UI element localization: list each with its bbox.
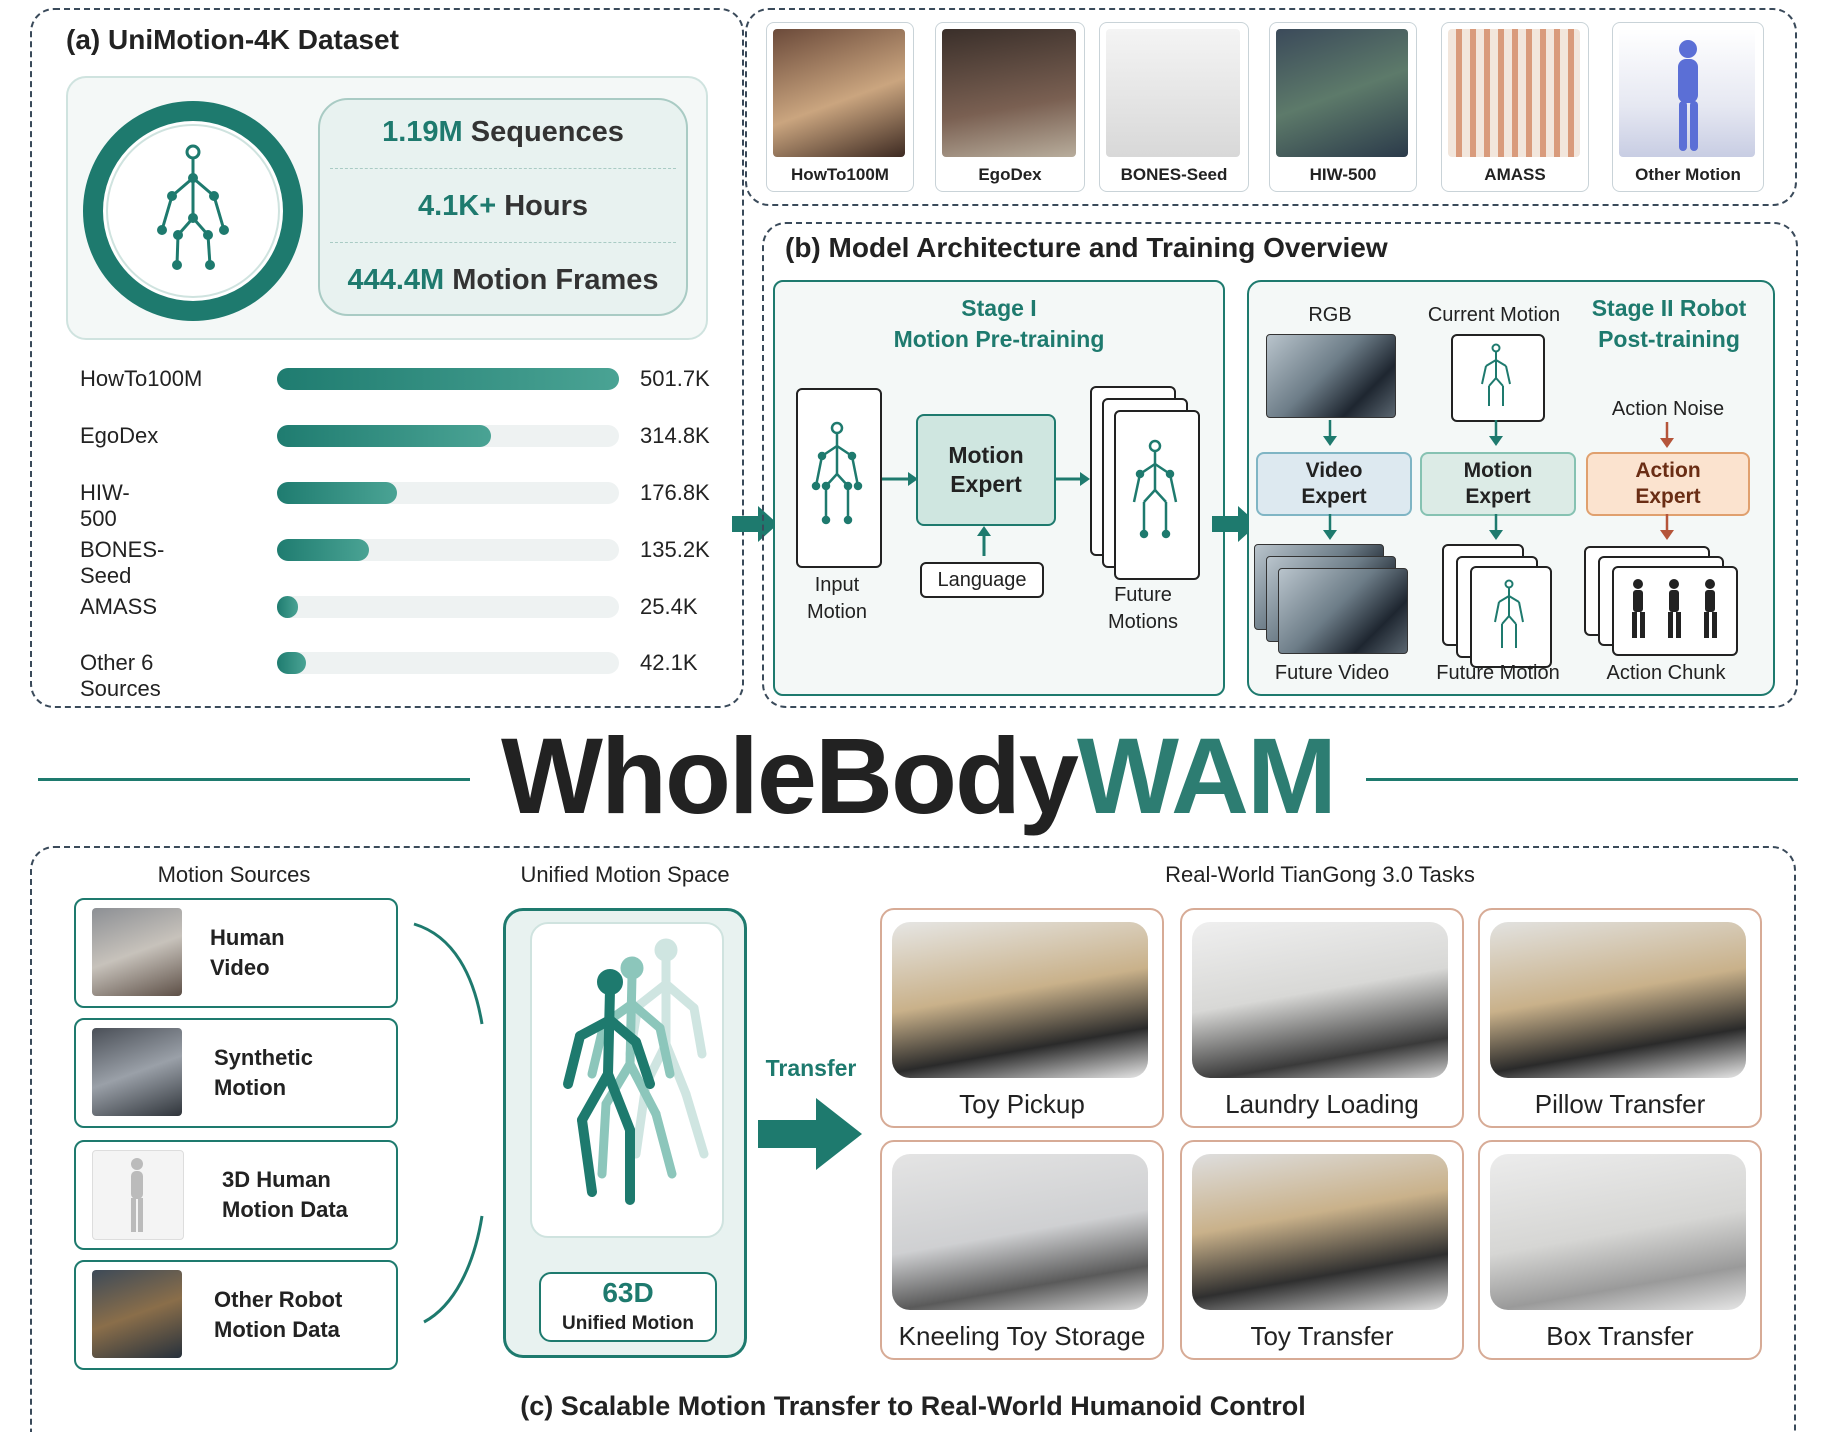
skeleton-icon (1494, 579, 1524, 648)
source-bar (277, 652, 306, 674)
rgb-label: RGB (1308, 303, 1352, 326)
task-toy-transfer: Toy Transfer (1180, 1140, 1464, 1360)
source-count: 135.2K (640, 537, 710, 562)
arrow-right-icon (882, 472, 918, 486)
panel-c (30, 846, 1796, 1432)
arrow-down-icon (1660, 422, 1674, 448)
source-bar (277, 539, 369, 561)
thumbnail-other-motion: Other Motion (1612, 22, 1764, 192)
stats-box (318, 98, 688, 316)
robot-pose-icon (1632, 579, 1717, 638)
unified-motion-label: Unified Motion (562, 1313, 694, 1334)
skeleton-ring-icon (83, 101, 303, 321)
skeleton-icon (1481, 343, 1511, 406)
rgb-image (1266, 334, 1396, 418)
task-laundry-loading: Laundry Loading (1180, 908, 1464, 1128)
arrow-right-icon (758, 1098, 862, 1170)
action-chunk-card (1612, 566, 1738, 656)
panel-a-title: (a) UniMotion-4K Dataset (66, 24, 399, 55)
unified-motion-canvas (530, 922, 724, 1238)
source-bar (277, 425, 492, 447)
source-count: 25.4K (640, 594, 698, 619)
source-count: 42.1K (640, 650, 698, 675)
current-motion-card (1451, 334, 1545, 422)
source-label: AMASS (80, 594, 158, 619)
unified-motion-badge (539, 1272, 717, 1342)
motion-sources-title: Motion Sources (157, 862, 311, 887)
source-count: 314.8K (640, 423, 710, 448)
source-bar-list: HowTo100M 501.7K EgoDex 314.8K HIW-500 1… (0, 0, 710, 701)
skeleton-icon (1132, 439, 1178, 539)
connector-curves (413, 922, 484, 1324)
thumbnail-strip (745, 8, 1797, 206)
future-motion-card (1470, 566, 1552, 668)
panel-b-title: (b) Model Architecture and Training Over… (785, 232, 1388, 263)
arrow-down-icon (1660, 514, 1674, 540)
unified-motion-title: Unified Motion Space (520, 862, 730, 887)
future-motion-label: Future Motion (1436, 661, 1560, 684)
action-noise-label: Action Noise (1611, 397, 1725, 420)
arrow-down-icon (1323, 514, 1337, 540)
arrow-right-icon (1212, 506, 1258, 542)
skeleton-icon (811, 421, 863, 525)
future-motion-card (1114, 410, 1200, 580)
task-pillow-transfer: Pillow Transfer (1478, 908, 1762, 1128)
arrow-up-icon (977, 526, 991, 556)
source-label: BONES-Seed (80, 537, 165, 588)
thumbnail-hiw-500: HIW-500 (1269, 22, 1417, 192)
panel-b (762, 222, 1798, 708)
panel-a (30, 8, 744, 708)
source-label: EgoDex (80, 423, 159, 448)
source-count: 176.8K (640, 480, 710, 505)
future-video-label: Future Video (1274, 661, 1390, 684)
future-video-frame (1278, 568, 1408, 654)
panel-c-caption: (c) Scalable Motion Transfer to Real-Wor… (520, 1390, 1306, 1421)
stage1-title: Stage I Motion Pre-training (893, 295, 1105, 352)
thumbnail-amass: AMASS (1441, 22, 1589, 192)
transfer-label: Transfer (765, 1054, 857, 1081)
input-motion-card (796, 388, 882, 568)
task-box-transfer: Box Transfer (1478, 1140, 1762, 1360)
motion-skeletons-icon (563, 938, 709, 1205)
source-bar (277, 368, 619, 390)
action-chunk-label: Action Chunk (1606, 661, 1726, 684)
source-label: HowTo100M (80, 366, 203, 391)
divider-line-left (38, 778, 470, 781)
arrow-right-icon (1056, 472, 1090, 486)
arrow-down-icon (1323, 420, 1337, 446)
arrow-down-icon (1489, 420, 1503, 446)
thumbnail-egodex: EgoDex (935, 22, 1085, 192)
source-bar (277, 482, 398, 504)
source-bar (277, 596, 298, 618)
source-label: HIW-500 (80, 480, 130, 531)
divider-line-right (1366, 778, 1798, 781)
current-motion-label: Current Motion (1427, 303, 1561, 326)
thumbnail-bones-seed: BONES-Seed (1099, 22, 1249, 192)
task-toy-pickup: Toy Pickup (880, 908, 1164, 1128)
stat-frames: 444.4M Motion Frames (347, 263, 659, 296)
tasks-title: Real-World TianGong 3.0 Tasks (1165, 862, 1475, 887)
task-kneeling-toy-storage: Kneeling Toy Storage (880, 1140, 1164, 1360)
source-count: 501.7K (640, 366, 710, 391)
thumbnail-howto100m: HowTo100M (766, 22, 914, 192)
arrow-down-icon (1489, 514, 1503, 540)
arrow-right-icon (732, 506, 778, 542)
stat-sequences: 1.19M Sequences (382, 115, 624, 148)
language-input: Language (920, 562, 1044, 598)
unified-motion-dim: 63D (602, 1277, 654, 1308)
stat-hours: 4.1K+ Hours (417, 189, 589, 222)
source-label: Other 6 Sources (80, 650, 161, 701)
